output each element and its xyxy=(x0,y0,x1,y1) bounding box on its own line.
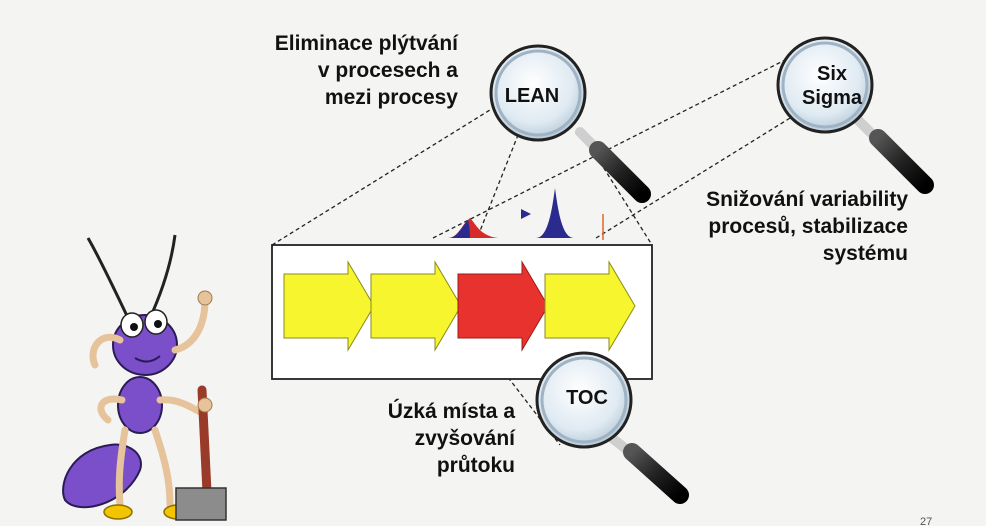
lean-projection-line-left xyxy=(271,104,499,246)
process-step-arrow xyxy=(544,260,636,352)
process-step-arrow xyxy=(370,260,462,352)
process-arrows xyxy=(283,260,636,352)
hammer-head xyxy=(175,487,227,521)
toc-handle xyxy=(623,443,689,504)
narrow-distribution xyxy=(536,188,574,238)
lean-magnifier: LEAN xyxy=(489,44,651,203)
ant-leg-left xyxy=(115,426,129,509)
ant-foot-left xyxy=(103,504,133,520)
process-step-bottleneck xyxy=(457,260,549,352)
process-step-arrow xyxy=(283,260,375,352)
sixsigma-note: Snižování variability procesů, stabiliza… xyxy=(706,188,908,265)
wide-distribution-shade xyxy=(448,220,470,238)
toc-note: Úzká místa a zvyšování průtoku xyxy=(387,400,515,477)
sixsigma-lens-label-line1: Six xyxy=(817,63,847,85)
ant-mascot xyxy=(62,234,227,521)
ant-mouth xyxy=(134,355,161,363)
toc-lens xyxy=(535,351,633,449)
lean-projection-line-mid xyxy=(477,129,521,237)
ant-abdomen xyxy=(62,443,142,509)
sixsigma-handle xyxy=(869,129,934,194)
ant-arm-right-upper xyxy=(171,296,209,354)
sixsigma-lens xyxy=(776,36,874,134)
page-number: 27 xyxy=(920,516,932,526)
ant-hand xyxy=(197,397,213,413)
sixsigma-projection-line-bottom xyxy=(595,114,796,239)
lean-note: Eliminace plýtvání v procesech a mezi pr… xyxy=(274,32,458,109)
ant-antenna-right xyxy=(148,234,177,319)
ant-arm-left-lower xyxy=(97,395,126,424)
sixsigma-lens-label-line2: Sigma xyxy=(802,87,863,109)
lean-handle xyxy=(589,141,651,203)
ant-thorax xyxy=(117,376,163,434)
ant-leg-right xyxy=(151,426,174,509)
ant-antenna-left xyxy=(86,237,130,319)
toc-lens-label: TOC xyxy=(566,387,608,409)
wide-distribution xyxy=(448,218,498,238)
variability-distributions xyxy=(448,188,604,240)
ant-arm-left-upper xyxy=(89,334,124,369)
improvement-arrowhead xyxy=(521,209,531,219)
lean-lens-label: LEAN xyxy=(505,85,559,107)
sixsigma-magnifier: Six Sigma xyxy=(776,36,934,194)
ant-finger xyxy=(197,290,213,306)
toc-magnifier: TOC xyxy=(535,351,689,504)
lean-lens xyxy=(489,44,587,142)
ant-arm-right-lower xyxy=(156,396,204,416)
